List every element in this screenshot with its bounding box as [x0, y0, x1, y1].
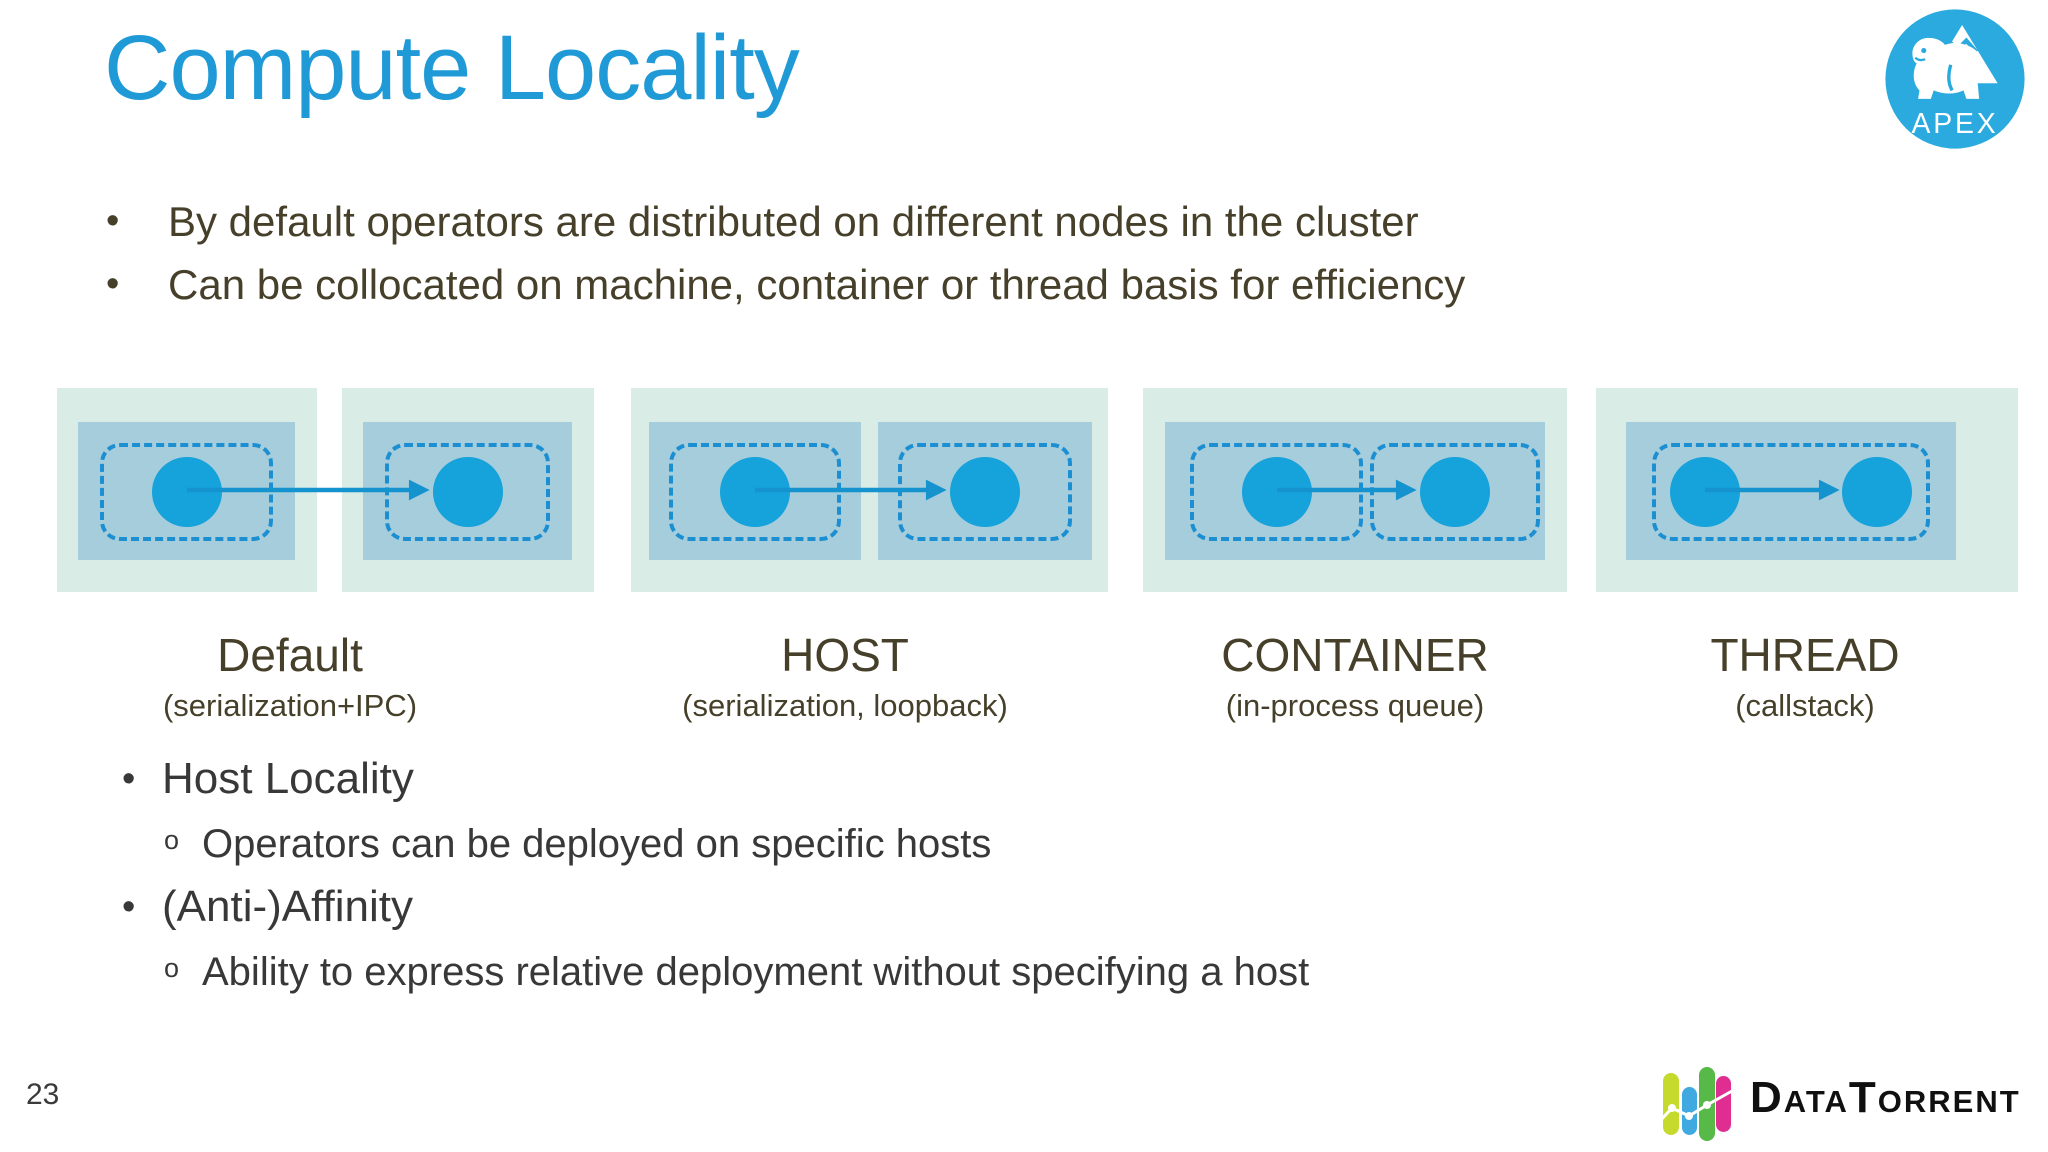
thread-box	[1652, 443, 1930, 541]
bullet-text: Can be collocated on machine, container …	[168, 260, 1466, 308]
bullet-dot-icon: •	[122, 885, 136, 928]
container-box	[878, 422, 1092, 560]
detail-subbullet: o Ability to express relative deployment…	[164, 950, 1309, 995]
bullet-item: • By default operators are distributed o…	[106, 190, 1866, 253]
detail-subbullet: o Operators can be deployed on specific …	[164, 822, 991, 867]
locality-detail: (serialization, loopback)	[682, 688, 1008, 723]
label-container: CONTAINER (in-process queue)	[1135, 628, 1575, 726]
host-node-box	[631, 388, 1108, 592]
thread-box	[898, 443, 1072, 541]
page-number: 23	[26, 1078, 60, 1111]
bullet-dot-icon: •	[106, 263, 120, 305]
sub-bullet-circle-icon: o	[164, 825, 180, 855]
intro-bullets: • By default operators are distributed o…	[106, 190, 1866, 316]
operator-circle	[950, 457, 1020, 527]
page-title: Compute Locality	[104, 17, 800, 119]
locality-name: HOST	[781, 629, 909, 681]
thread-box	[385, 443, 550, 541]
container-box	[363, 422, 572, 560]
operator-circle	[1842, 457, 1912, 527]
label-host: HOST (serialization, loopback)	[625, 628, 1065, 726]
apex-logo: APEX	[1884, 8, 2026, 150]
bullet-dot-icon: •	[122, 757, 136, 800]
detail-text: Operators can be deployed on specific ho…	[202, 822, 992, 866]
detail-heading: Host Locality	[162, 754, 414, 803]
thread-box	[100, 443, 273, 541]
host-node-box	[342, 388, 594, 592]
label-default: Default (serialization+IPC)	[70, 628, 510, 726]
detail-text: Ability to express relative deployment w…	[202, 950, 1310, 994]
bullet-item: • Can be collocated on machine, containe…	[106, 253, 1866, 316]
apex-gorilla-icon: APEX	[1885, 9, 2025, 149]
detail-bullet-anti-affinity: • (Anti-)Affinity	[122, 882, 413, 932]
container-box	[1165, 422, 1545, 560]
operator-circle	[1241, 457, 1312, 527]
locality-diagrams	[0, 388, 2048, 592]
locality-detail: (serialization+IPC)	[162, 688, 418, 723]
container-box	[1626, 422, 1956, 560]
thread-box	[1190, 443, 1363, 541]
container-box	[78, 422, 295, 560]
operator-circle	[151, 457, 222, 527]
locality-detail: (in-process queue)	[1225, 688, 1485, 723]
bullet-dot-icon: •	[106, 200, 120, 242]
datatorrent-wordmark: DataTorrent	[1750, 1073, 2021, 1122]
locality-detail: (callstack)	[1735, 688, 1875, 723]
thread-box	[1370, 443, 1540, 541]
operator-circle	[1420, 457, 1490, 527]
locality-name: THREAD	[1710, 629, 1900, 681]
datatorrent-logo: DataTorrent	[1660, 1052, 2021, 1144]
detail-heading: (Anti-)Affinity	[162, 882, 414, 931]
apex-label: APEX	[1911, 108, 1998, 140]
datatorrent-bars-icon	[1660, 1067, 1733, 1141]
thread-box	[669, 443, 841, 541]
host-node-box	[1596, 388, 2018, 592]
bullet-text: By default operators are distributed on …	[168, 197, 1419, 245]
locality-name: CONTAINER	[1221, 629, 1489, 681]
host-node-box	[57, 388, 317, 592]
sub-bullet-circle-icon: o	[164, 953, 180, 983]
operator-circle	[432, 457, 503, 527]
operator-circle	[1670, 457, 1740, 527]
host-node-box	[1143, 388, 1567, 592]
detail-bullet-host-locality: • Host Locality	[122, 754, 414, 804]
operator-circle	[720, 457, 790, 527]
label-thread: THREAD (callstack)	[1585, 628, 2025, 726]
locality-name: Default	[217, 629, 363, 681]
container-box	[649, 422, 861, 560]
